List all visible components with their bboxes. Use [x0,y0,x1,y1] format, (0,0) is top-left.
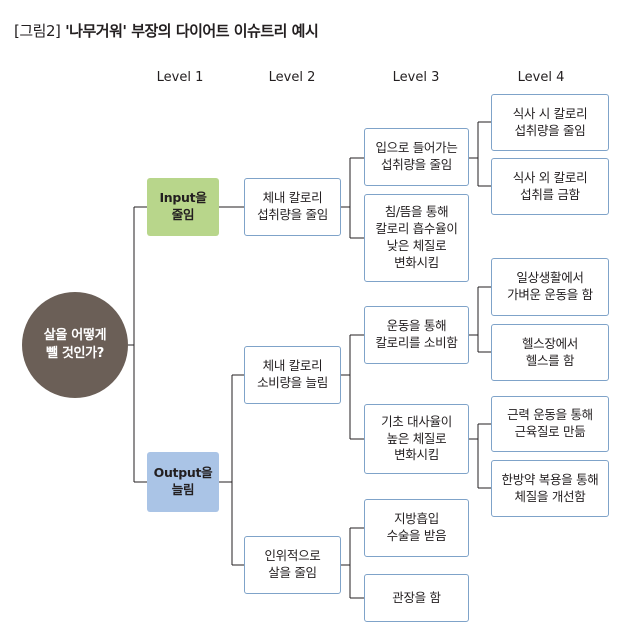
connector-l2-1 [341,157,364,239]
level4-node-4: 헬스장에서 헬스를 함 [491,324,609,381]
connector-l3-3 [469,286,491,353]
level4-node-4-text: 헬스장에서 헬스를 함 [521,335,578,368]
level3-node-6-text: 관장을 함 [392,589,441,605]
level2-node-burn-text: 체내 칼로리 소비량을 늘림 [257,358,328,390]
level-2-header: Level 2 [268,70,316,85]
figure-number: [그림2] [14,22,61,40]
connector-output [219,374,244,566]
level3-node-1-text: 입으로 들어가는 섭취량을 줄임 [375,140,458,172]
level3-node-5-text: 지방흡입 수술을 받음 [386,511,447,543]
level-3-header: Level 3 [392,70,440,85]
level3-node-1: 입으로 들어가는 섭취량을 줄임 [364,128,469,186]
level4-node-3-text: 일상생활에서 가벼운 운동을 함 [507,270,593,302]
level2-node-burn: 체내 칼로리 소비량을 늘림 [244,346,341,404]
level2-node-artificial: 인위적으로 살을 줄임 [244,536,341,594]
level3-node-4: 기초 대사율이 높은 체질로 변화시킴 [364,404,469,474]
level3-node-3-text: 운동을 통해 칼로리를 소비함 [375,318,458,350]
level4-node-2-text: 식사 외 칼로리 섭취를 금함 [512,169,588,202]
level4-node-1: 식사 시 칼로리 섭취량을 줄임 [491,94,609,151]
level4-node-2: 식사 외 칼로리 섭취를 금함 [491,158,609,215]
level3-node-5: 지방흡입 수술을 받음 [364,499,469,557]
level1-input-text: Input을 줄임 [159,190,207,222]
connector-l2-2 [341,334,364,440]
root-question-text: 살을 어떻게 뺄 것인가? [43,327,107,361]
connector-root [128,206,147,483]
level1-output-text: Output을 늘림 [153,465,213,497]
level3-node-2-text: 침/뜸을 통해 칼로리 흡수율이 낮은 체질로 변화시킴 [375,204,458,270]
figure-title: [그림2] '나무거워' 부장의 다이어트 이슈트리 예시 [14,20,319,41]
level4-node-6: 한방약 복용을 통해 체질을 개선함 [491,460,609,517]
level3-node-6: 관장을 함 [364,574,469,622]
level2-node-artificial-text: 인위적으로 살을 줄임 [264,548,321,580]
connector-l2-3 [341,527,364,599]
connector-l3-1 [469,121,491,187]
level4-node-5: 근력 운동을 통해 근육질로 만듦 [491,396,609,452]
level3-node-4-text: 기초 대사율이 높은 체질로 변화시킴 [381,413,452,463]
level4-node-3: 일상생활에서 가벼운 운동을 함 [491,258,609,316]
level2-node-intake: 체내 칼로리 섭취량을 줄임 [244,178,341,236]
figure-title-text: '나무거워' 부장의 다이어트 이슈트리 예시 [65,22,319,40]
level-4-header: Level 4 [517,70,565,85]
level4-node-6-text: 한방약 복용을 통해 체질을 개선함 [501,471,599,504]
level1-output-node: Output을 늘림 [147,452,219,512]
root-question: 살을 어떻게 뺄 것인가? [22,292,128,398]
level2-node-intake-text: 체내 칼로리 섭취량을 줄임 [257,190,328,222]
level3-node-2: 침/뜸을 통해 칼로리 흡수율이 낮은 체질로 변화시킴 [364,194,469,282]
level3-node-3: 운동을 통해 칼로리를 소비함 [364,306,469,364]
level4-node-5-text: 근력 운동을 통해 근육질로 만듦 [507,407,593,439]
level1-input-node: Input을 줄임 [147,178,219,236]
level-1-header: Level 1 [156,70,204,85]
connector-l3-4 [469,423,491,489]
level4-node-1-text: 식사 시 칼로리 섭취량을 줄임 [512,105,588,138]
